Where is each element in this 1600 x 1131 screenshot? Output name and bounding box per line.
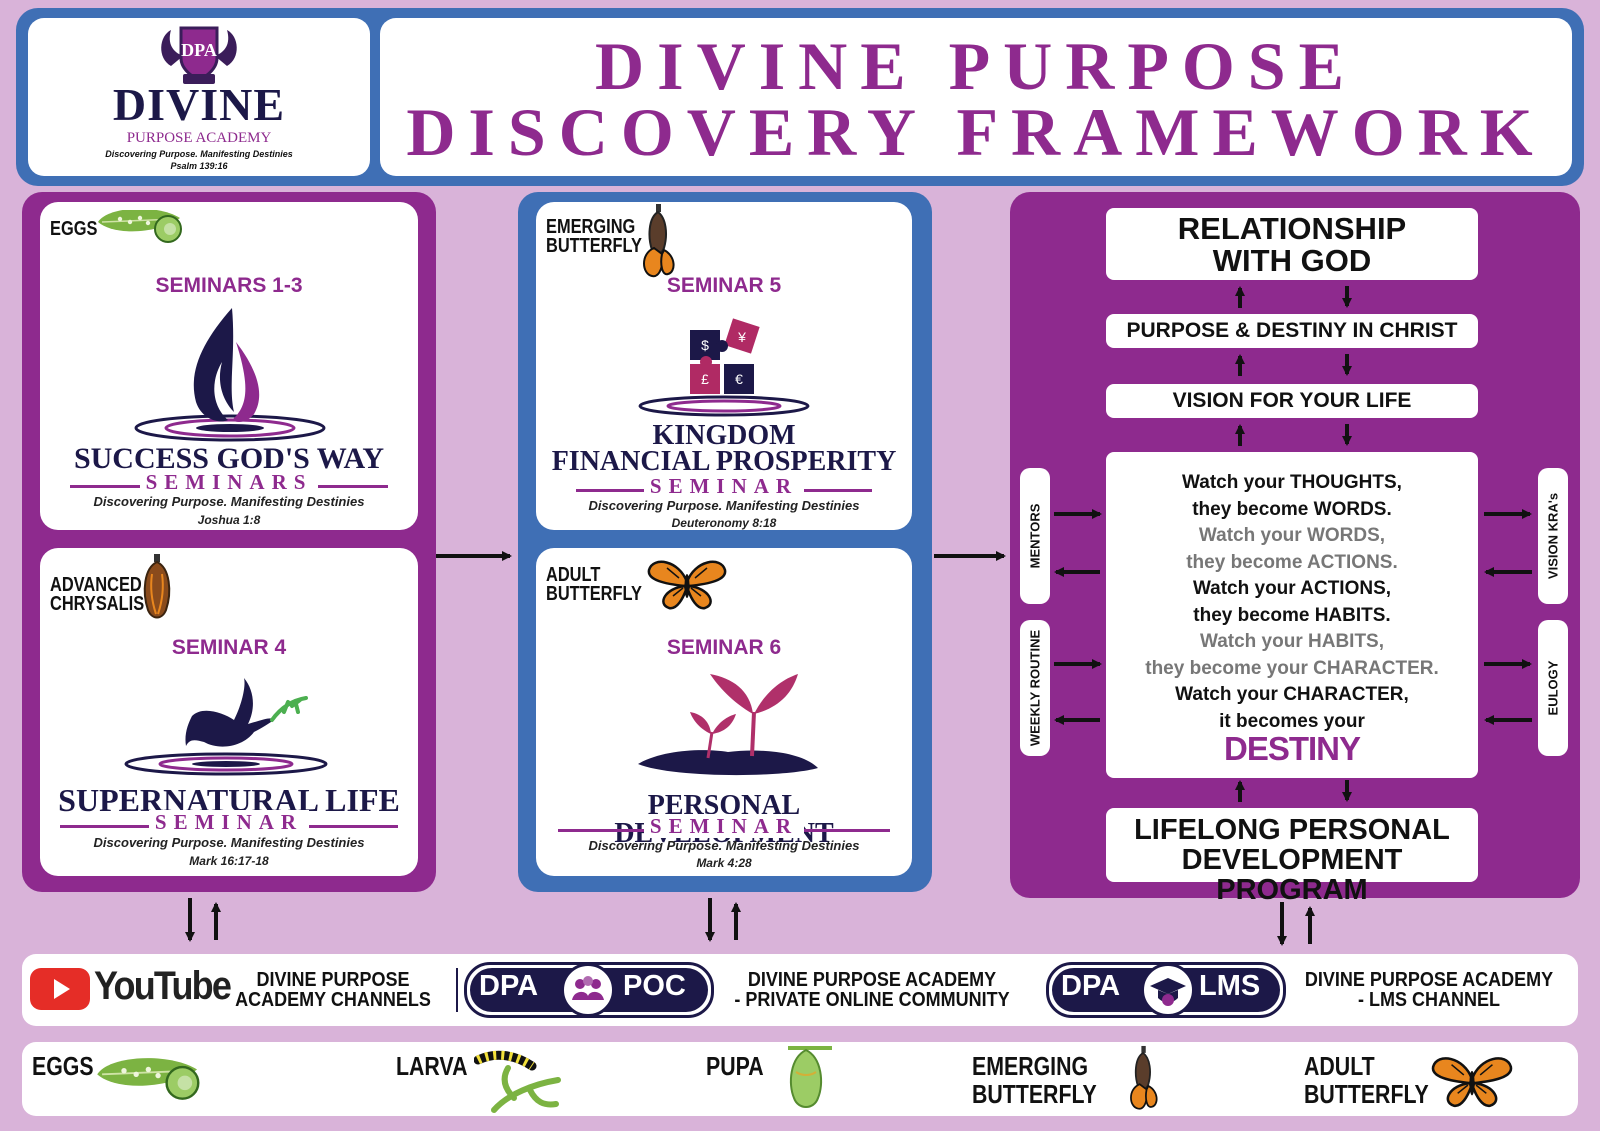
purpose-box: PURPOSE & DESTINY IN CHRIST [1106, 314, 1478, 348]
crest-monogram: DPA [181, 40, 217, 60]
quote-line: Watch your HABITS, [1199, 631, 1385, 652]
seminar-verse: Mark 4:28 [696, 856, 752, 870]
quote-line: Watch your CHARACTER, [1175, 684, 1409, 705]
weekly-routine-box: WEEKLY ROUTINE [1020, 620, 1050, 756]
dpa-lms-badge[interactable]: DPA LMS [1046, 962, 1286, 1018]
logo-tagline: Discovering Purpose. Manifesting Destini… [105, 149, 293, 159]
youtube-icon[interactable] [30, 968, 90, 1010]
academy-logo: DPA DIVINE PURPOSE ACADEMY Discovering P… [28, 18, 370, 176]
poc-right-text: POC [623, 970, 686, 1002]
quote-line: Watch your THOUGHTS, [1182, 472, 1402, 493]
lms-left-text: DPA [1061, 970, 1121, 1002]
lifecycle-eggs: EGGS [32, 1051, 94, 1081]
graduate-icon [1141, 963, 1195, 1017]
caterpillar-icon [474, 1050, 561, 1113]
seminar-verse: Mark 16:17-18 [189, 854, 269, 868]
seminar-number: SEMINAR 5 [666, 274, 782, 297]
quote-box: Watch your THOUGHTS, they become WORDS. Wa… [1106, 452, 1478, 778]
seminar-name: SUCCESS GOD'S WAY [73, 442, 385, 475]
chrysalis-icon [143, 554, 171, 619]
monarch-butterfly-icon [1431, 1057, 1513, 1108]
column-seminars-1-4: EGGS SEMINARS 1-3 SUCCESS GOD'S WAY SEMI… [22, 192, 436, 892]
crest-icon [161, 26, 237, 84]
sprout-icon [638, 674, 818, 776]
quote-line: they become HABITS. [1193, 604, 1391, 626]
emerging-butterfly-icon [1130, 1045, 1158, 1110]
divider [456, 968, 458, 1012]
seminar-word: SEMINARS [40, 470, 418, 495]
mentors-box: MENTORS [1020, 468, 1050, 604]
flame-logo-icon [134, 308, 326, 442]
youtube-wordmark[interactable]: YouTube [94, 964, 232, 1008]
seminar-number: SEMINARS 1-3 [155, 274, 303, 297]
title-box: DIVINE PURPOSE DISCOVERY FRAMEWORK [380, 18, 1572, 176]
quote-line: they become ACTIONS. [1186, 551, 1398, 573]
title-line-1: DIVINE PURPOSE [595, 28, 1357, 104]
dpa-poc-badge[interactable]: DPA POC [464, 962, 714, 1018]
lifecycle-larva: LARVA [396, 1051, 468, 1081]
puzzle-icon: $ ¥ £ € [638, 318, 810, 417]
vision-kras-box: VISION KRA's [1538, 468, 1568, 604]
seminar-tagline: Discovering Purpose. Manifesting Destini… [588, 498, 860, 513]
seminar-word: SEMINAR [536, 474, 912, 499]
poc-channel-label: DIVINE PURPOSE ACADEMY- PRIVATE ONLINE C… [734, 969, 1010, 1011]
seminar-verse: Deuteronomy 8:18 [671, 516, 777, 530]
seminar-number: SEMINAR 4 [171, 636, 287, 659]
lifecycle-pupa: PUPA [706, 1051, 764, 1081]
seminar-name-line-1: KINGDOM [652, 420, 796, 451]
svg-text:$: $ [701, 337, 709, 353]
seminar-number: SEMINAR 6 [666, 636, 782, 659]
stage-label: EGGS [50, 218, 98, 240]
seminar-tagline: Discovering Purpose. Manifesting Destini… [588, 838, 860, 853]
title-line-2: DISCOVERY FRAMEWORK [406, 94, 1546, 170]
seminar-tagline: Discovering Purpose. Manifesting Destini… [93, 835, 365, 850]
vision-box: VISION FOR YOUR LIFE [1106, 384, 1478, 418]
seminar-word: SEMINAR [536, 814, 912, 839]
quote-line: it becomes your [1219, 710, 1365, 732]
quote-line: Watch your WORDS, [1198, 525, 1386, 546]
destiny-word: DESTINY [1223, 730, 1361, 767]
eggs-leaf-icon [96, 1056, 200, 1100]
community-icon [561, 963, 615, 1017]
svg-text:£: £ [701, 371, 709, 387]
logo-verse: Psalm 139:16 [170, 161, 228, 171]
poc-left-text: DPA [479, 970, 539, 1002]
lms-channel-label: DIVINE PURPOSE ACADEMY- LMS CHANNEL [1304, 969, 1554, 1011]
svg-text:€: € [735, 371, 743, 387]
quote-line: they become your CHARACTER. [1145, 657, 1439, 679]
svg-text:¥: ¥ [737, 329, 746, 345]
logo-subbrand: PURPOSE ACADEMY [126, 130, 272, 146]
quote-text: Watch your THOUGHTS, they become WORDS. Wa… [1106, 470, 1478, 735]
lms-right-text: LMS [1199, 970, 1261, 1002]
seminar-verse: Joshua 1:8 [197, 513, 261, 527]
dove-icon [124, 678, 328, 776]
chrysalis-icon [788, 1046, 832, 1108]
eulogy-box: EULOGY [1538, 620, 1568, 756]
seminar-word: SEMINAR [40, 810, 418, 835]
emerging-butterfly-icon [643, 204, 675, 278]
quote-line: they become WORDS. [1192, 498, 1392, 520]
card-seminars-1-3: EGGS SEMINARS 1-3 SUCCESS GOD'S WAY SEMI… [40, 202, 418, 530]
quote-line: Watch your ACTIONS, [1192, 578, 1392, 599]
logo-brand: DIVINE [112, 79, 286, 130]
seminar-tagline: Discovering Purpose. Manifesting Destini… [93, 494, 365, 509]
seminar-name-line-2: FINANCIAL PROSPERITY [551, 446, 897, 477]
